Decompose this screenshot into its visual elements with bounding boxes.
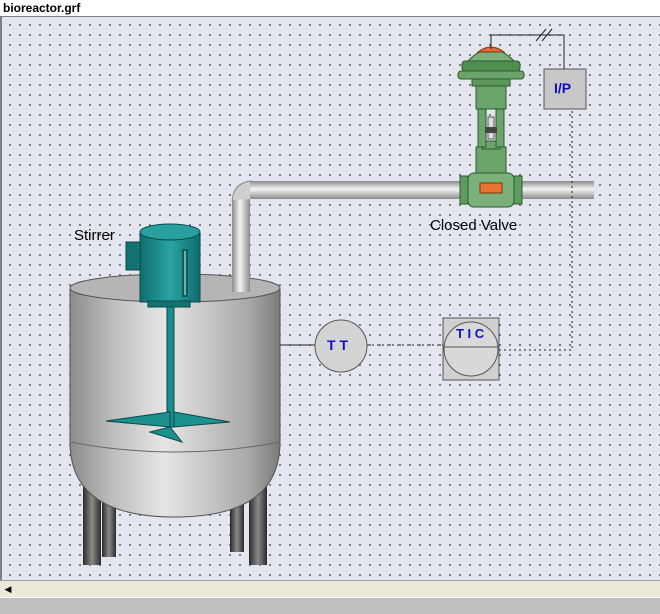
- stirrer-label: Stirrer: [74, 227, 115, 244]
- stirrer-shaft: [105, 306, 231, 443]
- valve-actuator-cap: [476, 46, 506, 53]
- ip-converter-box[interactable]: [543, 68, 587, 110]
- temperature-transmitter[interactable]: [314, 319, 368, 373]
- window-title: bioreactor.grf: [3, 1, 81, 15]
- valve-status-label: Closed Valve: [430, 217, 518, 234]
- pneumatic-signal-line: [490, 28, 565, 69]
- valve-position-indicator: [479, 182, 503, 194]
- ip-label: I/P: [554, 80, 572, 96]
- window-title-bar: bioreactor.grf: [0, 0, 660, 17]
- triangle-left-icon[interactable]: ◀: [4, 584, 12, 594]
- process-diagram: [69, 28, 594, 565]
- stirrer-motor[interactable]: [125, 223, 201, 308]
- bioreactor-tank[interactable]: [69, 273, 281, 518]
- horizontal-scrollbar[interactable]: ◀: [0, 580, 660, 597]
- status-bar: [0, 597, 660, 614]
- inlet-pipe: [231, 180, 594, 292]
- graphics-canvas[interactable]: Stirrer Closed Valve T T T I C I/P: [0, 17, 660, 580]
- tt-label: T T: [327, 337, 348, 353]
- tic-label: T I C: [456, 326, 485, 341]
- control-valve[interactable]: [457, 46, 525, 208]
- temperature-indicator-controller[interactable]: [442, 317, 500, 381]
